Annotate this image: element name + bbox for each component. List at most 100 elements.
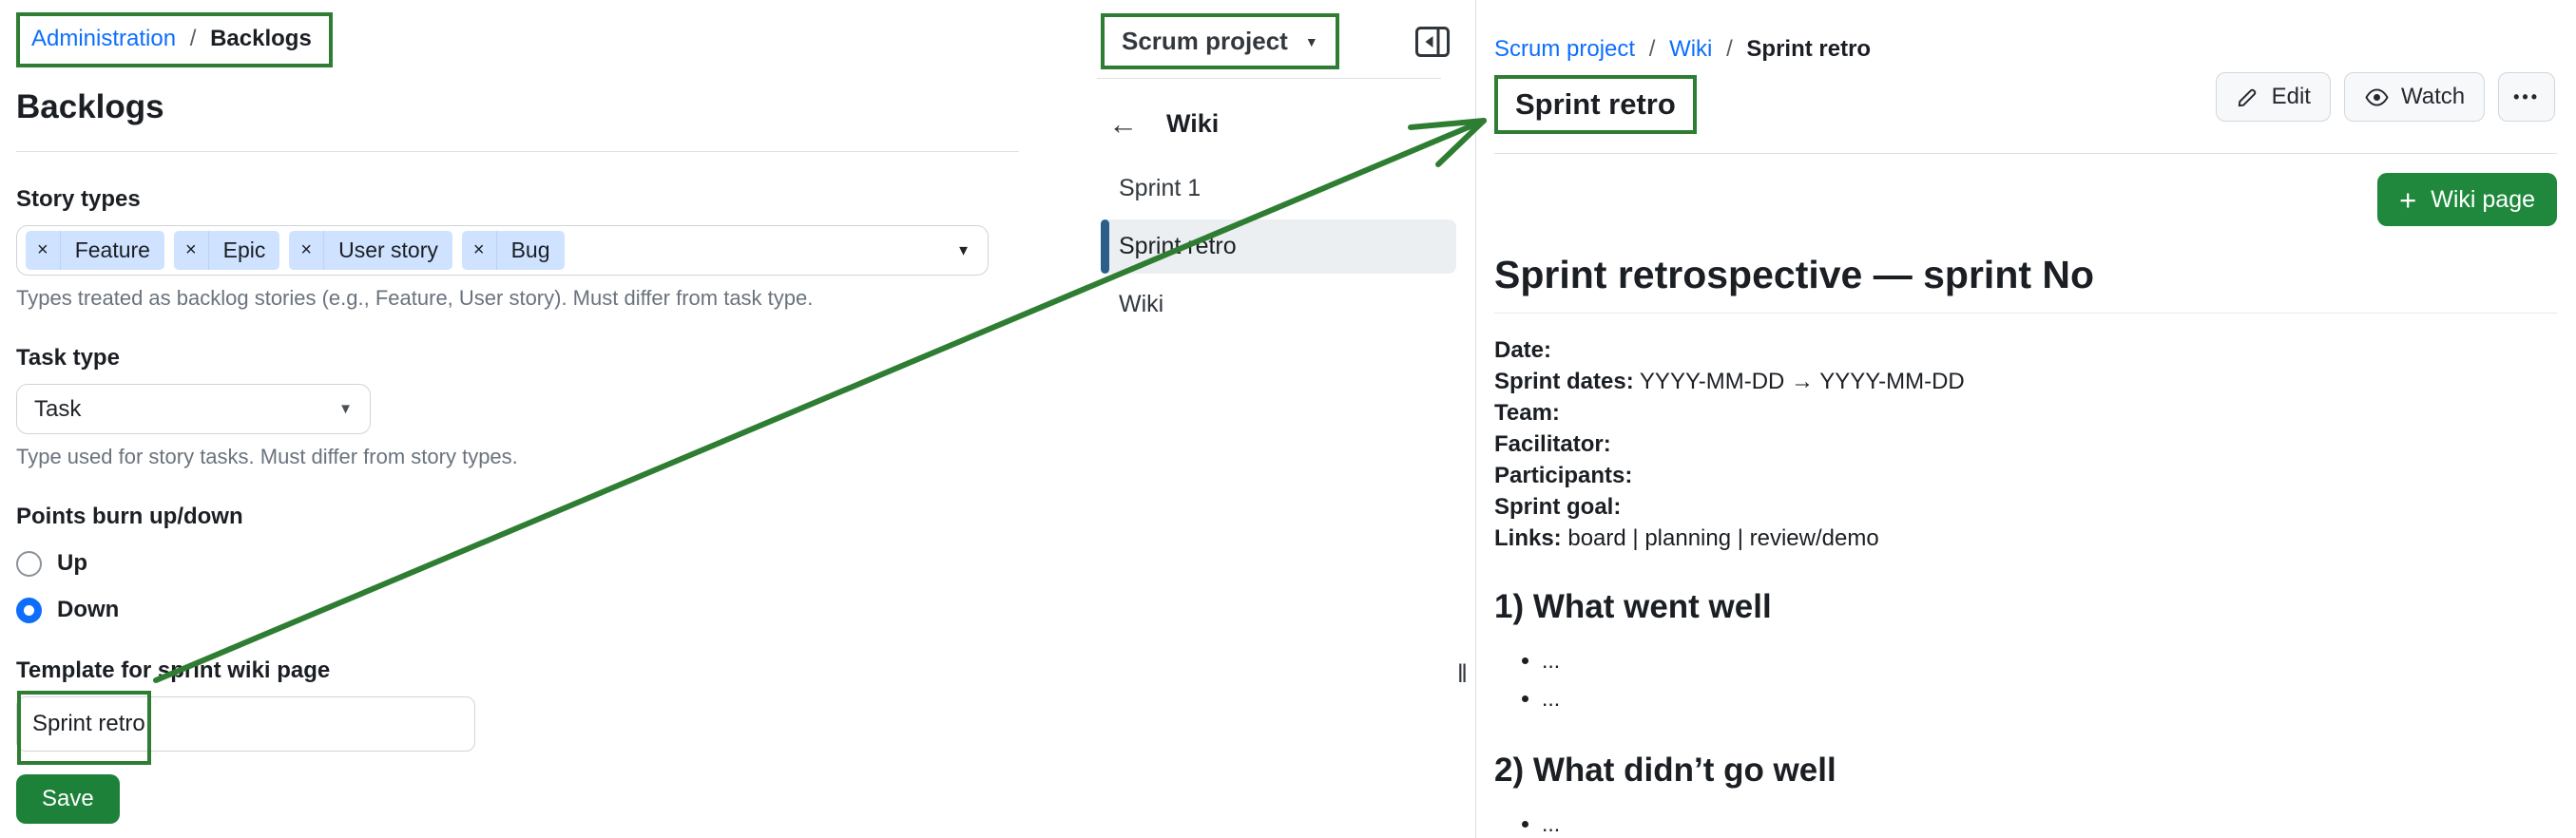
breadcrumb-link-scrum-project[interactable]: Scrum project: [1494, 36, 1636, 62]
bullet-list: ... ...: [1494, 641, 2557, 717]
chip-label: Bug: [510, 238, 550, 262]
meta-label: Date:: [1494, 337, 1552, 363]
list-item: ...: [1542, 641, 2557, 679]
meta-label: Facilitator:: [1494, 431, 1611, 457]
panel-resize-handle[interactable]: ‖: [1456, 659, 1468, 688]
new-page-row: + Wiki page: [1494, 173, 2557, 226]
panel-collapse-icon: [1415, 26, 1450, 57]
watch-button[interactable]: Watch: [2343, 72, 2486, 122]
annotation-box-breadcrumb: Administration / Backlogs: [16, 12, 333, 67]
template-input[interactable]: [16, 696, 475, 752]
radio-label: Down: [57, 597, 120, 622]
chevron-down-icon: ▼: [1304, 33, 1318, 49]
wiki-page-content: Sprint retrospective — sprint No Date: S…: [1494, 253, 2557, 838]
meta-value: YYYY-MM-DD → YYYY-MM-DD: [1639, 369, 1965, 394]
pencil-icon: [2238, 88, 2256, 107]
wiki-meta-block: Date: Sprint dates: YYYY-MM-DD → YYYY-MM…: [1494, 334, 2557, 554]
chevron-down-icon: ▼: [956, 242, 971, 258]
more-menu-button[interactable]: •••: [2498, 72, 2555, 122]
task-type-label: Task type: [16, 345, 120, 371]
meta-line-facilitator: Facilitator:: [1494, 429, 2557, 460]
annotation-box-wiki-title: Sprint retro: [1494, 75, 1697, 134]
remove-chip-icon[interactable]: ×: [462, 231, 497, 270]
admin-backlogs-panel: Administration / Backlogs Backlogs Story…: [0, 0, 1091, 838]
breadcrumb-current-sprint-retro: Sprint retro: [1746, 36, 1872, 62]
radio-checked-icon[interactable]: [16, 597, 42, 623]
admin-breadcrumb: Administration / Backlogs: [31, 26, 312, 52]
meta-value: board | planning | review/demo: [1567, 525, 1879, 551]
annotation-box-project-selector: Scrum project ▼: [1101, 13, 1339, 69]
plus-icon: +: [2399, 182, 2417, 217]
sidebar-section-title: Wiki: [1166, 109, 1220, 138]
wiki-breadcrumb: Scrum project / Wiki / Sprint retro: [1494, 36, 2557, 63]
chevron-down-icon: ▼: [338, 401, 353, 417]
meta-label: Sprint dates:: [1494, 369, 1634, 394]
chip-label: Epic: [222, 238, 266, 262]
sidebar-header: Scrum project ▼: [1101, 13, 1475, 69]
ellipsis-icon: •••: [2513, 86, 2540, 106]
collapse-sidebar-button[interactable]: [1414, 26, 1451, 58]
wiki-page-list: Sprint 1 Sprint retro Wiki: [1101, 162, 1475, 332]
radio-option-down[interactable]: Down: [16, 597, 1091, 623]
remove-chip-icon[interactable]: ×: [174, 231, 209, 270]
meta-line-sprint-dates: Sprint dates: YYYY-MM-DD → YYYY-MM-DD: [1494, 366, 2557, 397]
wiki-page-title: Sprint retro: [1515, 87, 1676, 121]
meta-label: Team:: [1494, 400, 1560, 426]
wiki-content-heading: Sprint retrospective — sprint No: [1494, 253, 2557, 314]
chip-label: User story: [338, 238, 438, 262]
points-burn-label: Points burn up/down: [16, 504, 243, 529]
back-arrow-icon[interactable]: ←: [1108, 107, 1138, 141]
breadcrumb-separator: /: [189, 26, 197, 51]
breadcrumb-separator: /: [1648, 36, 1656, 62]
section-heading-went-well: 1) What went well: [1494, 588, 1772, 625]
sidebar-item-sprint-retro[interactable]: Sprint retro: [1101, 219, 1456, 274]
meta-line-participants: Participants:: [1494, 460, 2557, 491]
radio-unchecked-icon[interactable]: [16, 550, 42, 577]
sidebar-item-wiki[interactable]: Wiki: [1119, 291, 1164, 317]
save-button[interactable]: Save: [16, 774, 120, 824]
project-selector[interactable]: Scrum project ▼: [1122, 27, 1318, 56]
wiki-sidebar: Scrum project ▼ ← Wiki Sprint 1 Sprint r…: [1091, 0, 1476, 838]
sidebar-back-row: ← Wiki: [1108, 109, 1475, 139]
edit-button[interactable]: Edit: [2215, 72, 2331, 122]
meta-line-sprint-goal: Sprint goal:: [1494, 491, 2557, 523]
chip-user-story: × User story: [289, 231, 452, 270]
section-heading-didnt-go-well: 2) What didn’t go well: [1494, 752, 1836, 789]
list-item: ...: [1542, 679, 2557, 717]
breadcrumb-link-wiki[interactable]: Wiki: [1669, 36, 1713, 62]
sidebar-divider: [1097, 78, 1441, 79]
task-type-help: Type used for story tasks. Must differ f…: [16, 445, 518, 468]
chip-bug: × Bug: [461, 231, 565, 270]
template-input-wrapper: [16, 691, 475, 765]
chip-label: Feature: [74, 238, 150, 262]
breadcrumb-separator: /: [1726, 36, 1733, 62]
template-label: Template for sprint wiki page: [16, 657, 331, 683]
breadcrumb-link-administration[interactable]: Administration: [31, 26, 177, 51]
eye-icon: [2365, 87, 2389, 106]
wiki-action-buttons: Edit Watch •••: [2215, 72, 2555, 122]
remove-chip-icon[interactable]: ×: [26, 231, 61, 270]
meta-label: Links:: [1494, 525, 1562, 551]
task-type-value: Task: [34, 395, 82, 422]
task-type-select[interactable]: Task ▼: [16, 384, 371, 434]
add-wiki-page-button[interactable]: + Wiki page: [2377, 173, 2557, 226]
meta-line-links: Links: board | planning | review/demo: [1494, 523, 2557, 554]
story-types-multiselect[interactable]: × Feature × Epic × User story × Bug ▼: [16, 225, 989, 276]
meta-label: Participants:: [1494, 463, 1633, 488]
wiki-page-panel: Scrum project / Wiki / Sprint retro Spri…: [1476, 0, 2576, 838]
list-item: ...: [1542, 805, 2557, 838]
sidebar-item-sprint-1[interactable]: Sprint 1: [1119, 175, 1201, 201]
remove-chip-icon[interactable]: ×: [289, 231, 325, 270]
radio-option-up[interactable]: Up: [16, 550, 1091, 577]
story-types-label: Story types: [16, 186, 141, 212]
chip-epic: × Epic: [173, 231, 280, 270]
section-divider: [16, 151, 1019, 152]
edit-button-label: Edit: [2271, 84, 2311, 109]
page-title: Backlogs: [16, 88, 164, 125]
meta-line-team: Team:: [1494, 397, 2557, 429]
radio-label: Up: [57, 550, 87, 576]
chip-feature: × Feature: [26, 231, 164, 270]
bullet-list: ... ...: [1494, 805, 2557, 838]
watch-button-label: Watch: [2400, 84, 2466, 109]
